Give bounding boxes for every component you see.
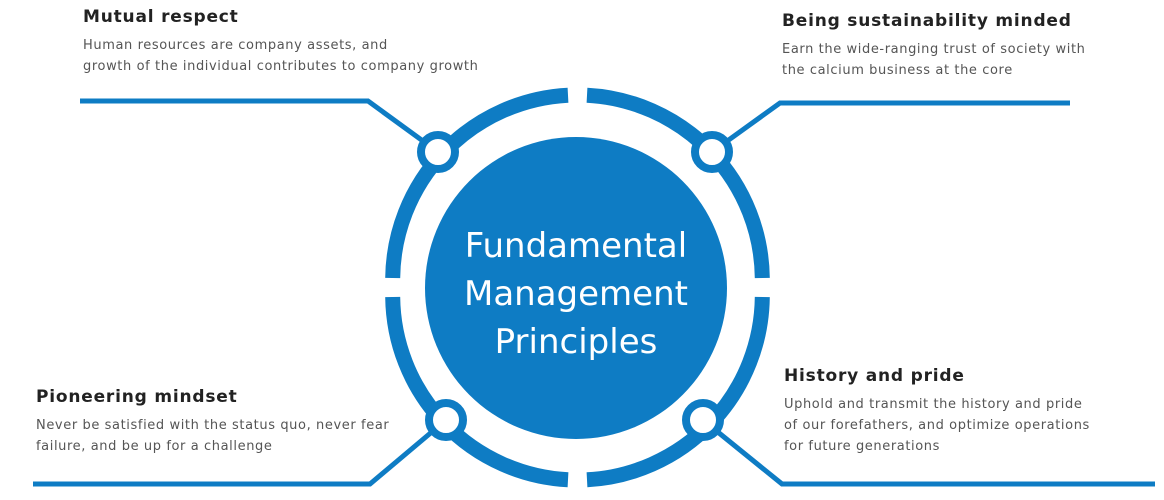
node-bottom-right [682,399,724,441]
center-circle [425,137,727,439]
node-bottom-left [425,399,467,441]
principle-sustainability: Being sustainability minded Earn the wid… [782,11,1086,81]
center-title-line1: Fundamental [464,226,688,266]
node-top-right [691,131,733,173]
connector-line-top-right [710,100,1070,155]
connector-line-bottom-right [701,418,1155,487]
principle-description: Earn the wide-ranging trust of society w… [782,42,1086,78]
principle-history-and-pride: History and pride Uphold and transmit th… [784,366,1090,457]
connector-line-top-left [80,98,440,155]
connector-line-bottom-left [33,418,448,487]
principle-description: Uphold and transmit the history and prid… [784,397,1090,454]
center-title-line3: Principles [494,322,658,362]
principle-mutual-respect: Mutual respect Human resources are compa… [83,7,478,77]
principle-pioneering-mindset: Pioneering mindset Never be satisfied wi… [36,387,389,457]
principle-title: Being sustainability minded [782,11,1072,31]
center-title: Fundamental Management Principles [426,222,726,366]
node-top-left [417,131,459,173]
principle-description: Never be satisfied with the status quo, … [36,418,390,454]
principle-title: Mutual respect [83,7,239,27]
principle-title: Pioneering mindset [36,387,238,407]
principle-title: History and pride [784,366,965,386]
center-title-line2: Management [464,274,688,314]
